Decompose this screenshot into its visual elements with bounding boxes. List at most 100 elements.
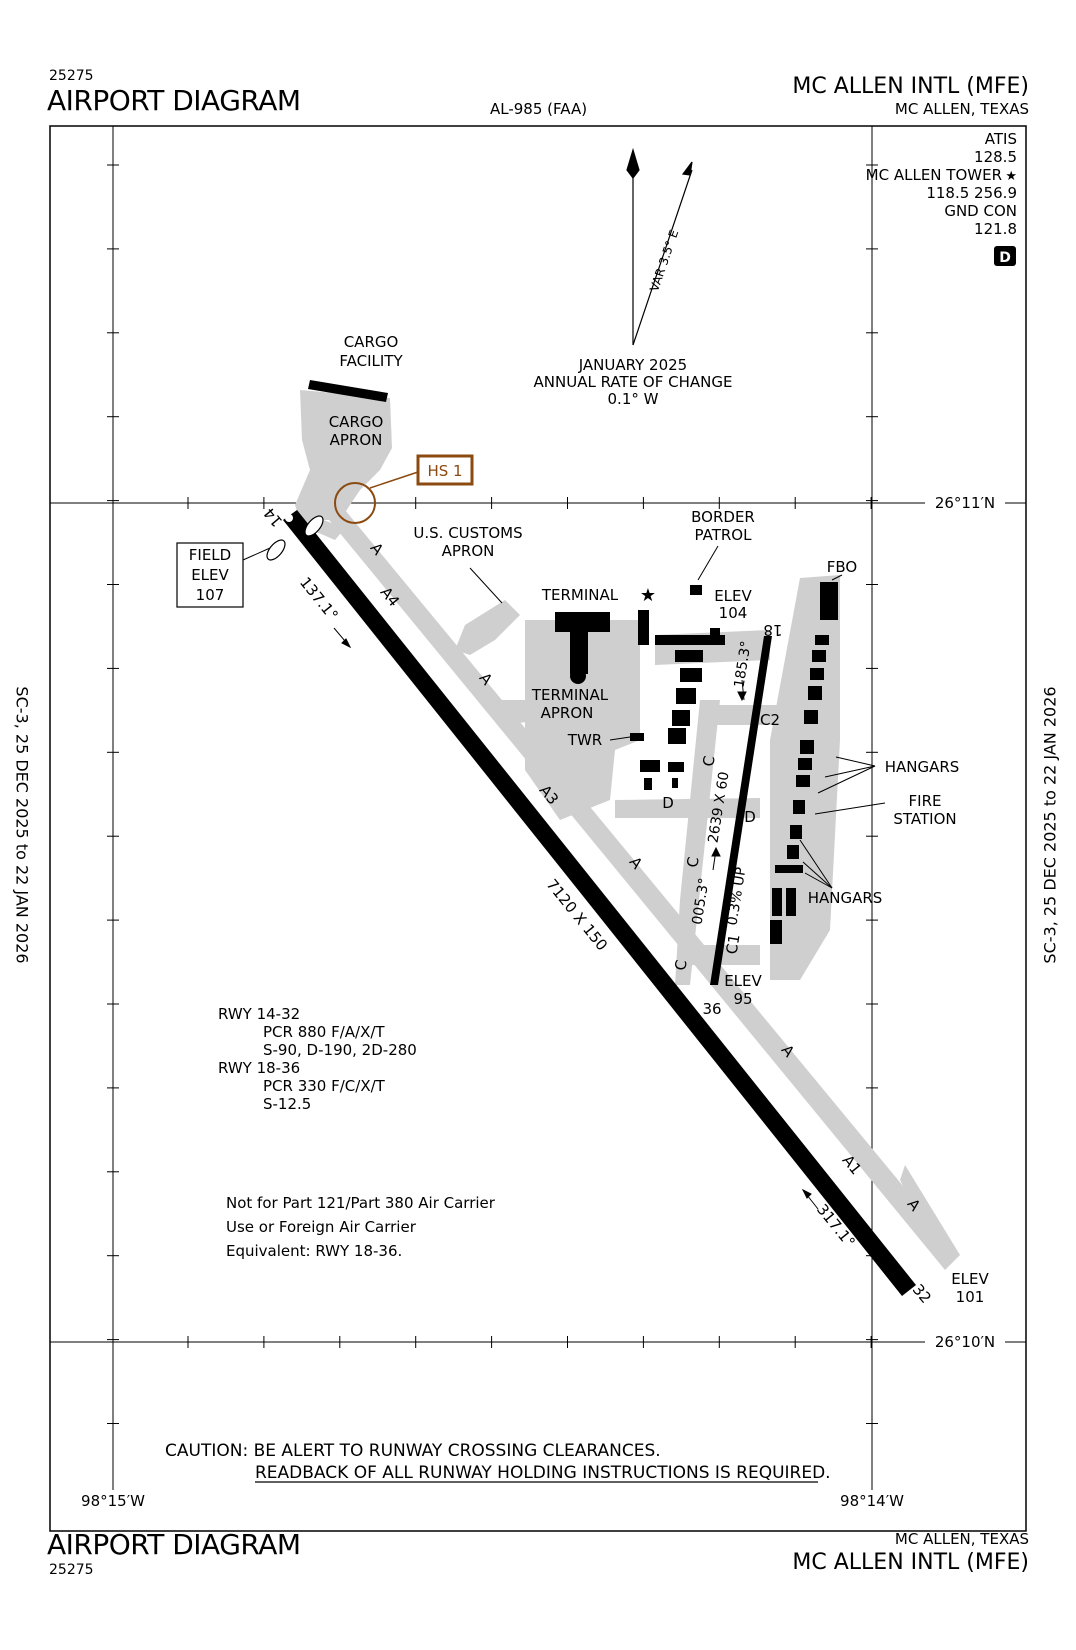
building-block bbox=[672, 710, 690, 726]
fire-station-building bbox=[793, 800, 805, 814]
hangar-building bbox=[812, 650, 826, 662]
magnetic-variation: VAR 3.5° E bbox=[647, 228, 681, 293]
taxiway-a3 bbox=[480, 700, 545, 725]
wind-cone-icon bbox=[266, 539, 286, 561]
field-elev-label: ELEV bbox=[191, 566, 229, 584]
latitude-north-label: 26°11′N bbox=[935, 494, 995, 512]
cargo-facility-building bbox=[308, 380, 388, 402]
airspace-class-badge bbox=[994, 246, 1016, 266]
hangar-building bbox=[808, 686, 822, 700]
building-block bbox=[675, 650, 703, 662]
building-block bbox=[710, 628, 720, 636]
twr-building bbox=[630, 733, 644, 741]
rwy36-elev-value: 95 bbox=[733, 990, 752, 1008]
note-line: Equivalent: RWY 18-36. bbox=[226, 1242, 402, 1260]
taxiway-d-label: D bbox=[662, 794, 674, 812]
buildings bbox=[308, 380, 838, 944]
cargo-facility-label: CARGO bbox=[344, 333, 399, 351]
tower-label: MC ALLEN TOWER bbox=[866, 166, 1002, 184]
rwy1-pcr: PCR 880 F/A/X/T bbox=[263, 1023, 385, 1041]
chart-number-top: 25275 bbox=[49, 68, 94, 84]
taxiway-c bbox=[675, 700, 720, 985]
runway-18-label: 18 bbox=[763, 621, 782, 639]
runway-36-label: 36 bbox=[702, 1000, 721, 1018]
airport-name-top: MC ALLEN INTL (MFE) bbox=[792, 74, 1029, 99]
rwy2-strength: S-12.5 bbox=[263, 1095, 311, 1113]
field-elev-value: 107 bbox=[196, 586, 225, 604]
chart-title-top: AIRPORT DIAGRAM bbox=[47, 84, 301, 117]
atis-freq: 128.5 bbox=[974, 148, 1017, 166]
al-number: AL-985 (FAA) bbox=[490, 100, 588, 118]
hangar-building bbox=[772, 888, 782, 916]
heading-arrows bbox=[333, 627, 819, 1210]
magnetic-rate-value: 0.1° W bbox=[608, 390, 659, 408]
longitude-east-label: 98°14′W bbox=[840, 1492, 904, 1510]
latitude-south-label: 26°10′N bbox=[935, 1333, 995, 1351]
hotspot-leader bbox=[369, 471, 419, 489]
border-patrol-label: PATROL bbox=[695, 526, 753, 544]
cargo-apron-area bbox=[295, 390, 392, 520]
rwy18-elev-value: 104 bbox=[719, 604, 748, 622]
hangar-building bbox=[810, 668, 824, 680]
hangar-building bbox=[770, 920, 782, 944]
chart-number-bottom: 25275 bbox=[49, 1562, 94, 1578]
city-state-top: MC ALLEN, TEXAS bbox=[894, 100, 1029, 118]
terminal-apron-label: APRON bbox=[541, 704, 594, 722]
hangar-building bbox=[790, 825, 802, 839]
note-line: Not for Part 121/Part 380 Air Carrier bbox=[226, 1194, 496, 1212]
rwy1-info-title: RWY 14-32 bbox=[218, 1005, 300, 1023]
building-block bbox=[668, 728, 686, 744]
hangar-building bbox=[796, 775, 810, 787]
building-block bbox=[644, 778, 652, 790]
hangar-building bbox=[804, 710, 818, 724]
hotspot-box bbox=[416, 454, 474, 486]
taxiway-a1 bbox=[900, 1165, 960, 1268]
building-block bbox=[672, 778, 678, 788]
magnetic-rate-label: ANNUAL RATE OF CHANGE bbox=[534, 373, 733, 391]
hotspot-circle bbox=[334, 482, 376, 524]
frequency-block: ATIS 128.5 MC ALLEN TOWER ★ 118.5 256.9 … bbox=[866, 130, 1017, 238]
taxiway-c-label: C bbox=[683, 856, 702, 869]
longitude-west-label: 98°15′W bbox=[81, 1492, 145, 1510]
tower-freq: 118.5 256.9 bbox=[926, 184, 1017, 202]
fire-station-label: FIRE bbox=[909, 792, 942, 810]
taxiway-c-label: C bbox=[699, 755, 718, 768]
taxiway-c1 bbox=[690, 945, 760, 965]
terminal-building bbox=[555, 612, 610, 632]
tower-star-icon: ★ bbox=[1005, 169, 1017, 184]
gnd-label: GND CON bbox=[944, 202, 1017, 220]
north-arrow-icon bbox=[626, 147, 693, 346]
atis-label: ATIS bbox=[985, 130, 1017, 148]
airport-name-bottom: MC ALLEN INTL (MFE) bbox=[792, 1550, 1029, 1575]
rwy32-elev-label: ELEV bbox=[951, 1270, 989, 1288]
taxiway-c2-label: C2 bbox=[760, 711, 780, 729]
hangar-building bbox=[815, 635, 829, 645]
caution-line-2: READBACK OF ALL RUNWAY HOLDING INSTRUCTI… bbox=[255, 1463, 831, 1483]
airspace-class-label: D bbox=[999, 250, 1011, 266]
fbo-building bbox=[820, 582, 838, 620]
cargo-facility-label: FACILITY bbox=[339, 352, 403, 370]
hangar-building bbox=[787, 845, 799, 859]
hangars-label-upper: HANGARS bbox=[885, 758, 960, 776]
fire-station-label: STATION bbox=[893, 810, 956, 828]
caution-line-1: CAUTION: BE ALERT TO RUNWAY CROSSING CLE… bbox=[165, 1441, 661, 1461]
building-block bbox=[640, 760, 660, 772]
gnd-freq: 121.8 bbox=[974, 220, 1017, 238]
terminal-concourse bbox=[570, 632, 588, 674]
terminal-apron-area bbox=[525, 620, 640, 820]
field-elev-label: FIELD bbox=[189, 546, 231, 564]
taxiway-c-label: C bbox=[671, 959, 690, 972]
runway-18-heading: 185.3° bbox=[731, 640, 754, 689]
hangar-building bbox=[775, 865, 803, 873]
city-state-bottom: MC ALLEN, TEXAS bbox=[894, 1530, 1029, 1548]
building-block bbox=[680, 668, 702, 682]
cargo-apron-label: APRON bbox=[330, 431, 383, 449]
rwy36-elev-label: ELEV bbox=[724, 972, 762, 990]
customs-apron-area bbox=[455, 600, 520, 655]
hangar-building bbox=[798, 758, 812, 770]
magnetic-date: JANUARY 2025 bbox=[578, 356, 687, 374]
rwy32-elev-value: 101 bbox=[956, 1288, 985, 1306]
runway-14-end-marker bbox=[285, 514, 293, 522]
taxiway-d-label: D bbox=[744, 808, 756, 826]
